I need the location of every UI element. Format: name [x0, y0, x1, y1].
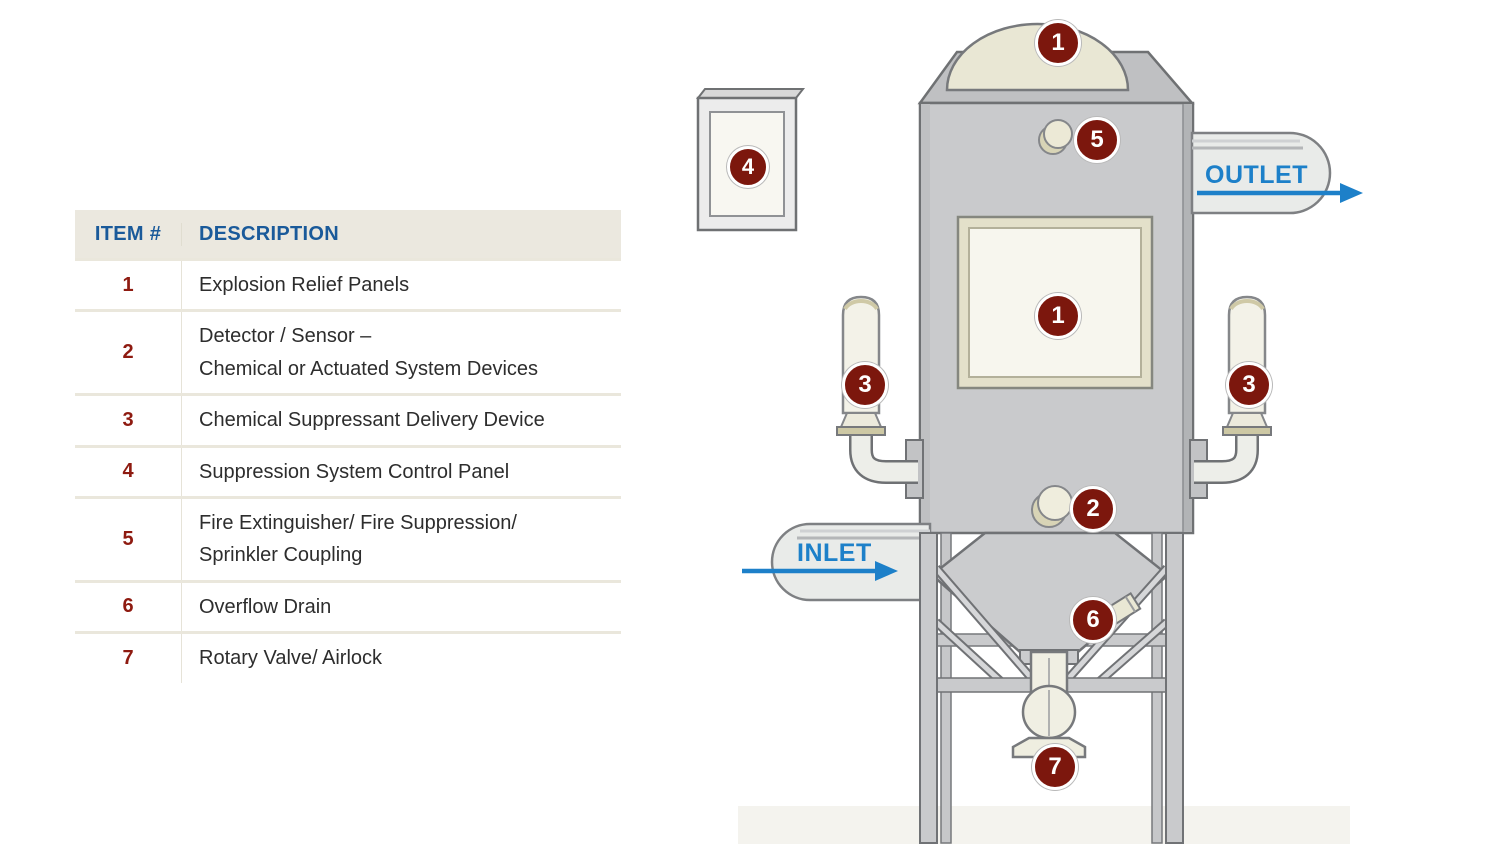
relief-dome: [945, 22, 1130, 92]
item-description: Fire Extinguisher/ Fire Suppression/ Spr…: [199, 511, 517, 567]
callout-sprinkler-coupling: 5: [1074, 117, 1120, 163]
callout-control-panel: 4: [727, 146, 769, 188]
item-number: 5: [122, 527, 134, 550]
detector-sensor: [1031, 485, 1073, 528]
item-number: 7: [122, 646, 134, 669]
item-description: Explosion Relief Panels: [199, 274, 410, 296]
item-description: Detector / Sensor – Chemical or Actuated…: [199, 325, 539, 380]
item-number: 4: [122, 460, 134, 483]
sprinkler-coupling: [1038, 119, 1073, 155]
table-row: 6 Overflow Drain: [75, 579, 621, 632]
table-row: 5 Fire Extinguisher/ Fire Suppression/ S…: [75, 495, 621, 580]
outlet-label: OUTLET: [1205, 161, 1308, 189]
legend-header-item: ITEM #: [75, 222, 182, 246]
item-description: Rotary Valve/ Airlock: [199, 647, 383, 670]
callout-detector-sensor: 2: [1070, 486, 1116, 532]
item-number: 2: [122, 341, 134, 364]
callout-explosion-relief-panel: 1: [1035, 293, 1081, 339]
item-description: Suppression System Control Panel: [199, 460, 510, 483]
legend-table: ITEM # DESCRIPTION 1 Explosion Relief Pa…: [75, 210, 621, 683]
callout-overflow-drain: 6: [1070, 597, 1116, 643]
inlet-label: INLET: [797, 539, 872, 567]
callout-suppressant-right: 3: [1226, 362, 1272, 408]
item-number: 3: [122, 408, 134, 431]
legend-header: ITEM # DESCRIPTION: [75, 210, 621, 258]
callout-suppressant-left: 3: [842, 362, 888, 408]
outlet-arrow: [1197, 183, 1363, 203]
table-row: 7 Rotary Valve/ Airlock: [75, 631, 621, 683]
item-number: 1: [122, 273, 134, 296]
inlet-duct: [770, 522, 932, 602]
table-row: 3 Chemical Suppressant Delivery Device: [75, 393, 621, 445]
table-row: 1 Explosion Relief Panels: [75, 258, 621, 310]
table-row: 4 Suppression System Control Panel: [75, 444, 621, 496]
control-panel: [695, 88, 806, 232]
item-number: 6: [122, 595, 134, 618]
inlet-arrow: [742, 561, 898, 581]
ground-strip: [738, 806, 1350, 844]
callout-rotary-valve: 7: [1032, 744, 1078, 790]
callout-explosion-relief-top: 1: [1035, 20, 1081, 66]
item-description: Chemical Suppressant Delivery Device: [199, 409, 545, 432]
item-description: Overflow Drain: [199, 595, 332, 618]
table-row: 2 Detector / Sensor – Chemical or Actuat…: [75, 309, 621, 394]
legend-header-description: DESCRIPTION: [199, 222, 339, 245]
